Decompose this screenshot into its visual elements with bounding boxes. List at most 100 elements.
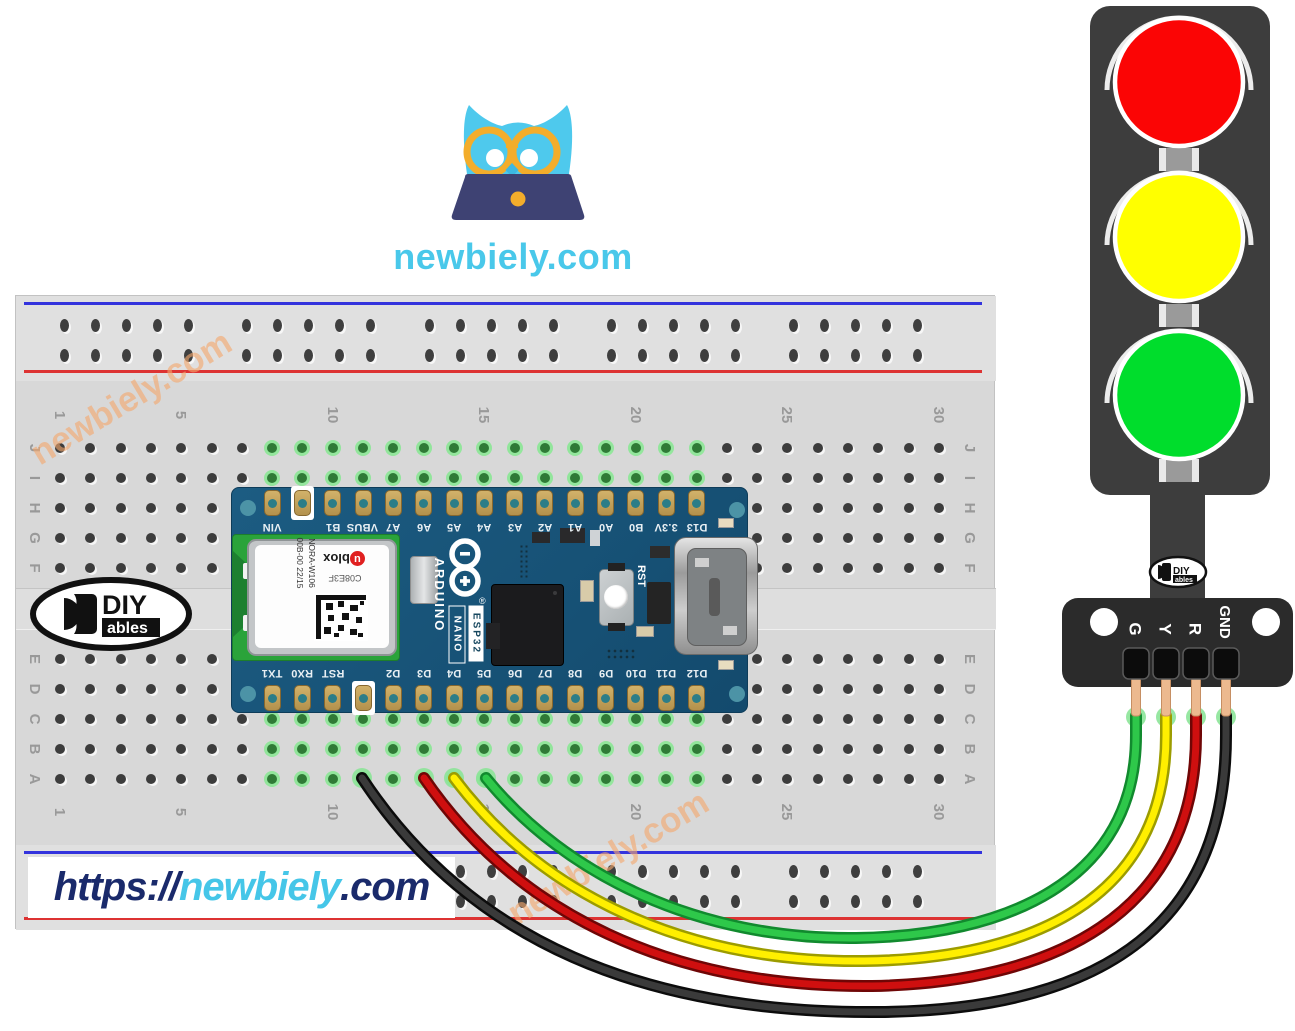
reset-button-cap[interactable] [604, 585, 628, 609]
arduino-pin-label: D6 [507, 667, 522, 679]
module-pad [243, 563, 250, 579]
breadboard-hole [933, 473, 944, 483]
breadboard-hole-highlighted [479, 714, 490, 724]
breadboard-hole-highlighted [661, 443, 672, 453]
breadboard-hole [176, 654, 187, 664]
breadboard-rail-hole [242, 349, 251, 362]
breadboard-hole-highlighted [539, 744, 550, 754]
smd-component [647, 582, 671, 624]
pin-hole [358, 499, 368, 508]
row-letter: A [26, 773, 44, 785]
arduino-pin [536, 685, 554, 711]
breadboard-hole [752, 443, 763, 453]
pin-label-r: R [1186, 623, 1205, 635]
breadboard-hole [55, 744, 65, 754]
breadboard-hole [55, 563, 65, 573]
breadboard-hole-highlighted [297, 774, 308, 784]
breadboard-rail-hole [487, 349, 496, 362]
reset-button[interactable] [599, 563, 634, 631]
breadboard-hole-highlighted [691, 744, 702, 754]
breadboard-hole [145, 563, 156, 573]
traffic-light-module: DIY ables G Y R GND [1062, 6, 1293, 717]
breadboard-hole [206, 654, 217, 664]
breadboard-hole [933, 563, 944, 573]
breadboard-hole [812, 503, 823, 513]
breadboard-rail-hole [153, 349, 162, 362]
breadboard-hole [903, 473, 914, 483]
site-logo-text[interactable]: newbiely.com [393, 236, 633, 277]
breadboard-hole [145, 774, 156, 784]
breadboard-rail-hole [638, 895, 647, 908]
breadboard-hole [933, 744, 944, 754]
arduino-pin [475, 685, 493, 711]
breadboard-hole [843, 443, 854, 453]
board-corner-pad [240, 686, 256, 702]
breadboard-rail-hole [913, 895, 922, 908]
breadboard-rail-hole [60, 319, 69, 332]
breadboard-hole [933, 503, 944, 513]
breadboard-hole [843, 473, 854, 483]
arduino-pin [293, 685, 311, 711]
breadboard-rail-hole [851, 349, 860, 362]
arduino-pin [688, 490, 705, 516]
pin-hole [388, 499, 398, 508]
breadboard-rail-hole [91, 319, 100, 332]
breadboard-rail-hole [882, 319, 891, 332]
pin-hole [692, 499, 701, 508]
breadboard-hole-highlighted [479, 774, 490, 784]
breadboard-rail-hole [335, 319, 344, 332]
row-letter: B [961, 743, 979, 755]
arduino-pin [354, 685, 372, 711]
breadboard-hole-highlighted [539, 443, 550, 453]
breadboard-hole-highlighted [630, 473, 641, 483]
breadboard-rail-hole [184, 349, 193, 362]
arduino-pin-label: D7 [537, 667, 553, 679]
breadboard-hole [843, 563, 854, 573]
arduino-pin-label: D10 [625, 667, 647, 679]
site-url[interactable]: https://newbiely.com [28, 857, 455, 918]
breadboard-rail-hole [304, 319, 313, 332]
smd-component [636, 626, 654, 637]
breadboard-rail-hole [731, 895, 740, 908]
mounting-hole [1252, 608, 1280, 636]
row-letter: G [26, 532, 44, 544]
breadboard-rail-hole [913, 319, 922, 332]
pin-hole [570, 694, 580, 703]
module-pad [243, 615, 250, 631]
breadboard-hole [721, 744, 732, 754]
breadboard-rail-hole [820, 319, 829, 332]
breadboard-hole-highlighted [388, 473, 399, 483]
breadboard-hole [903, 563, 914, 573]
row-letter: J [961, 443, 979, 453]
arduino-pin-label: D13 [686, 521, 707, 533]
smd-component [590, 530, 600, 546]
arduino-pin [415, 490, 433, 516]
breadboard-hole [206, 473, 217, 483]
via-grid [606, 648, 636, 660]
breadboard-hole [236, 774, 247, 784]
breadboard-hole-highlighted [327, 774, 338, 784]
breadboard-rail-hole [851, 865, 860, 878]
breadboard-hole [115, 654, 126, 664]
breadboard-hole-highlighted [358, 714, 369, 724]
pin-hole [601, 694, 611, 703]
breadboard-hole [782, 714, 793, 724]
breadboard-hole [115, 503, 126, 513]
breadboard-hole [115, 744, 126, 754]
breadboard-hole-highlighted [600, 443, 611, 453]
breadboard-hole [752, 654, 763, 664]
breadboard-hole-highlighted [267, 443, 278, 453]
breadboard-hole-highlighted [388, 443, 399, 453]
usb-c-connector[interactable] [674, 537, 758, 655]
breadboard-hole [176, 563, 187, 573]
breadboard-hole-highlighted [509, 774, 520, 784]
pin-hole [479, 499, 489, 508]
board-corner-pad [729, 686, 745, 702]
breadboard-hole [55, 774, 65, 784]
breadboard-hole-highlighted [600, 714, 611, 724]
arduino-pin-label: D9 [598, 667, 613, 679]
breadboard-hole [873, 684, 884, 694]
breadboard-hole [206, 684, 217, 694]
row-letter: I [961, 475, 979, 481]
